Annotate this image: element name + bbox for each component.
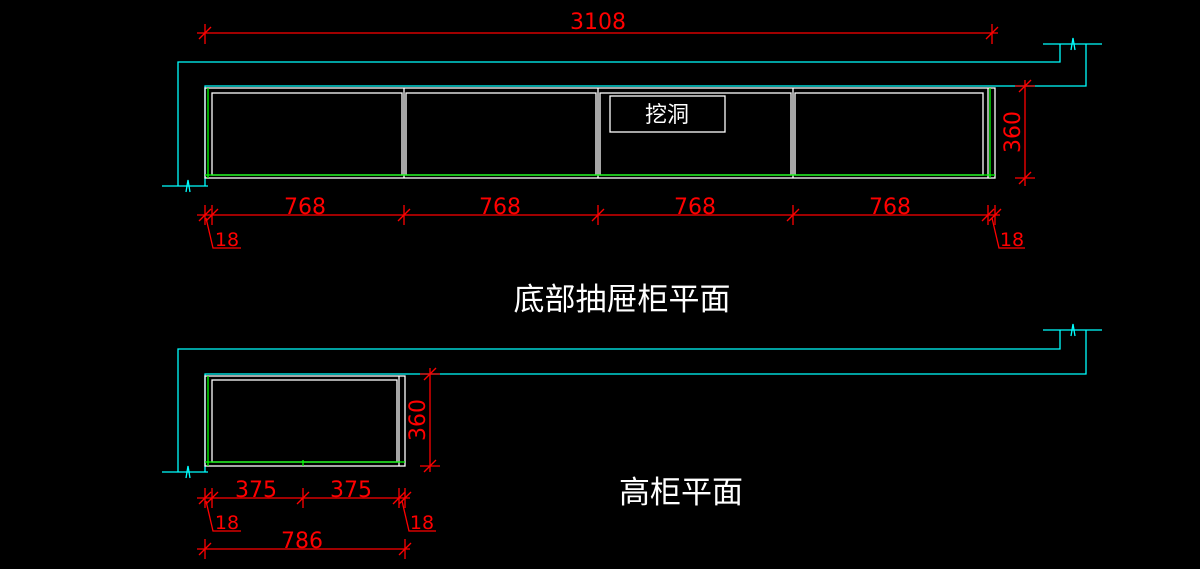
base-left-panel: 18	[215, 229, 239, 251]
base-panel-lines	[205, 88, 995, 178]
tall-left-panel: 18	[215, 512, 239, 534]
base-cabinet-plan: 挖洞	[162, 10, 1102, 318]
base-cabinet-body	[204, 87, 996, 179]
tall-cabinet-body	[204, 375, 406, 467]
base-wall-outline	[162, 37, 1102, 193]
tall-depth: 360	[406, 399, 431, 441]
base-right-panel: 18	[1000, 229, 1024, 251]
base-bay-width-1: 768	[284, 195, 326, 220]
tall-wall-outline	[162, 323, 1102, 479]
tall-bay-width-2: 375	[330, 478, 372, 503]
tall-panel-lines	[205, 376, 405, 466]
tall-cabinet-title: 高柜平面	[619, 475, 743, 511]
tall-right-panel: 18	[410, 512, 434, 534]
cutout-label: 挖洞	[645, 103, 689, 128]
base-overall-width: 3108	[570, 10, 626, 35]
tall-overall-width: 786	[281, 529, 323, 554]
base-bay-width-4: 768	[869, 195, 911, 220]
cutout-box: 挖洞	[609, 95, 726, 133]
base-bay-width-2: 768	[479, 195, 521, 220]
tall-dimensions	[197, 367, 440, 559]
base-dimensions	[197, 24, 1035, 249]
tall-cabinet-plan: 360 375 375 18 18 786 高柜平面	[162, 323, 1102, 559]
base-cabinet-title: 底部抽屉柜平面	[514, 282, 731, 318]
base-bay-width-3: 768	[674, 195, 716, 220]
tall-bay-width-1: 375	[235, 478, 277, 503]
base-depth: 360	[1001, 111, 1026, 153]
